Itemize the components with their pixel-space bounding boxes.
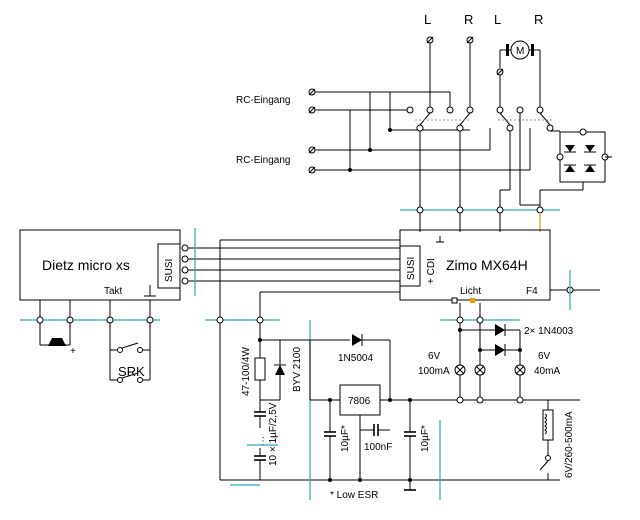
relay-contacts: [406, 106, 560, 210]
zimo-label: Zimo MX64H: [446, 257, 528, 273]
svg-text:⋮: ⋮: [258, 436, 268, 447]
rc-input-terminals: [308, 88, 316, 174]
susi-right-label: SUSI: [406, 257, 417, 280]
lamp-left-v: 6V: [428, 351, 441, 362]
motor-label: M: [516, 46, 524, 57]
resistor-branch: 47-100/4W BYV 2100: [241, 323, 303, 401]
rc-wiring: [315, 43, 541, 172]
zimo-module: Zimo MX64H SUSI + CDI Licht F4: [399, 229, 551, 304]
dietz-label: Dietz micro xs: [42, 257, 130, 273]
regulator-label: 7806: [348, 396, 371, 407]
bridge-rectifier: [539, 128, 612, 210]
top-junction-rail: [400, 206, 560, 232]
label-R1: R: [464, 12, 473, 27]
bulb-label: 6V/260-500mA: [564, 411, 575, 478]
cap2-label: 10µF*: [420, 425, 431, 452]
label-L1: L: [424, 12, 431, 27]
susi-bus: [188, 228, 400, 296]
label-R2: R: [534, 12, 543, 27]
diode-pair-label: 2× 1N4003: [524, 326, 574, 337]
lamp-left-a: 100mA: [418, 366, 450, 377]
resistor-label: 47-100/4W: [241, 347, 252, 396]
power-wiring: [205, 240, 560, 481]
caps-label: 10 × 1µF/2,5V: [268, 402, 279, 466]
motor-symbol: M: [499, 40, 541, 68]
cap1-label: 10µF*: [340, 425, 351, 452]
cap-100n-label: 100nF: [364, 442, 392, 453]
diode-1n5004-label: 1N5004: [338, 353, 373, 364]
bulb-section: 6V/260-500mA: [539, 399, 580, 481]
f4-label: F4: [526, 286, 538, 297]
lamp-right-v: 6V: [538, 351, 551, 362]
speaker-srk: + SRK: [20, 300, 160, 383]
takt-label: Takt: [104, 286, 123, 297]
srk-label: SRK: [118, 364, 145, 379]
cdi-label: + CDI: [426, 258, 437, 284]
regulator-section: 1N5004 7806 10µF* 100nF 10µF* * Low ESR: [280, 334, 560, 501]
f4-output: [550, 270, 600, 310]
rc-input-label-1: RC-Eingang: [236, 95, 290, 106]
licht-label: Licht: [460, 286, 481, 297]
lamp-right-a: 40mA: [534, 366, 560, 377]
low-esr-label: * Low ESR: [330, 490, 378, 501]
cyan-verticals: [230, 320, 441, 500]
lamp-section: 2× 1N4003 6V 100mA 6V 40mA: [418, 303, 574, 404]
jack-terminals: [426, 36, 504, 76]
rc-input-label-2: RC-Eingang: [236, 155, 290, 166]
dietz-module: Dietz micro xs SUSI Takt: [19, 229, 189, 301]
cap-bank: ⋮ 10 × 1µF/2,5V: [247, 400, 279, 480]
susi-left-label: SUSI: [164, 259, 175, 282]
label-L2: L: [494, 12, 501, 27]
zener-label: BYV 2100: [292, 347, 303, 392]
speaker-plus: +: [70, 346, 76, 357]
